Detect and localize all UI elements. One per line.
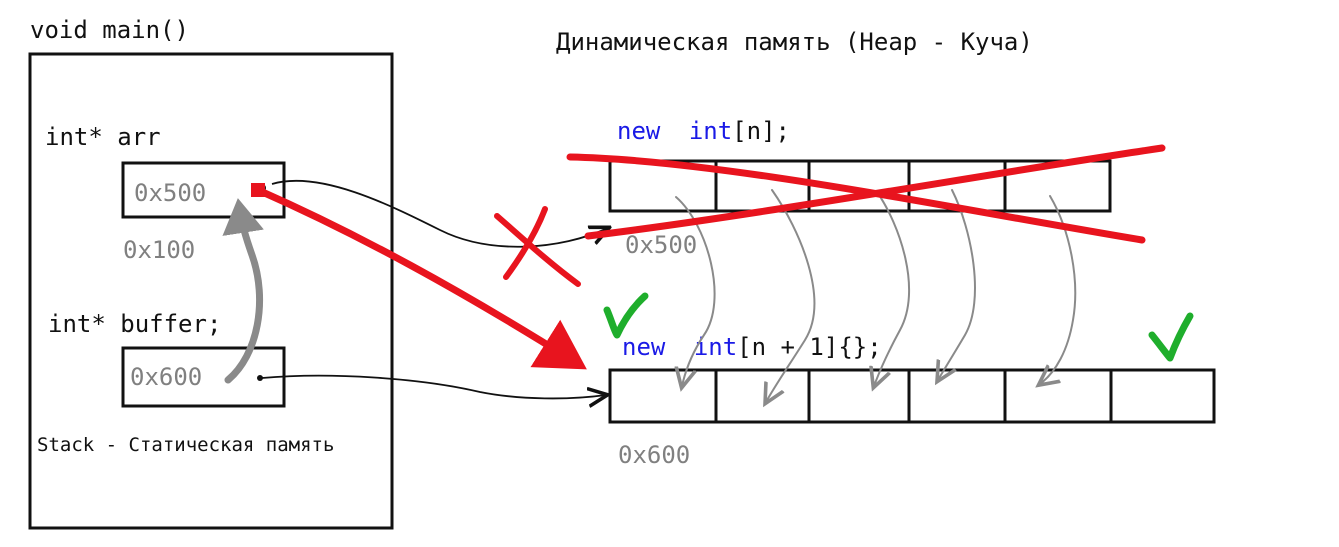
arr-cell	[121, 161, 286, 219]
new-array-cell	[907, 368, 1007, 424]
arr-pointer-arrow	[271, 179, 608, 248]
function-header: void main()	[30, 16, 189, 44]
stack-frame	[28, 52, 394, 530]
copy-arrow	[766, 189, 816, 402]
new-array-cell	[1109, 368, 1216, 424]
old-array-expression: new int[n];	[617, 117, 790, 145]
new-array-cell	[807, 368, 911, 424]
check-mark-icon	[1148, 312, 1194, 362]
new-array-cell	[1003, 368, 1113, 424]
buffer-pointer-arrow	[261, 374, 606, 399]
new-array-cell	[714, 368, 811, 424]
new-array-cell	[608, 368, 718, 424]
assign-arrow	[222, 198, 264, 384]
old-array-strikethrough	[566, 144, 1166, 244]
heap-title: Динамическая память (Heap - Куча)	[556, 28, 1033, 56]
arr-value: 0x500	[134, 179, 206, 207]
new-array-address: 0x600	[618, 441, 690, 469]
check-mark-icon	[603, 292, 649, 339]
copy-arrow	[874, 191, 911, 386]
buffer-pointer-origin	[257, 375, 263, 381]
cross-mark-icon	[494, 206, 581, 287]
new-array-expression: new int[n + 1]{};	[622, 333, 882, 361]
reassign-arrow-origin	[251, 183, 265, 197]
arr-declaration: int* arr	[45, 123, 161, 151]
buffer-declaration: int* buffer;	[48, 310, 221, 338]
arr-address: 0x100	[123, 236, 195, 264]
stack-caption: Stack - Статическая память	[37, 434, 334, 456]
buffer-value: 0x600	[130, 363, 202, 391]
old-array-address: 0x500	[625, 231, 697, 259]
new-array	[608, 368, 1216, 424]
copy-arrow	[938, 189, 976, 380]
reassign-arrow	[254, 186, 587, 370]
